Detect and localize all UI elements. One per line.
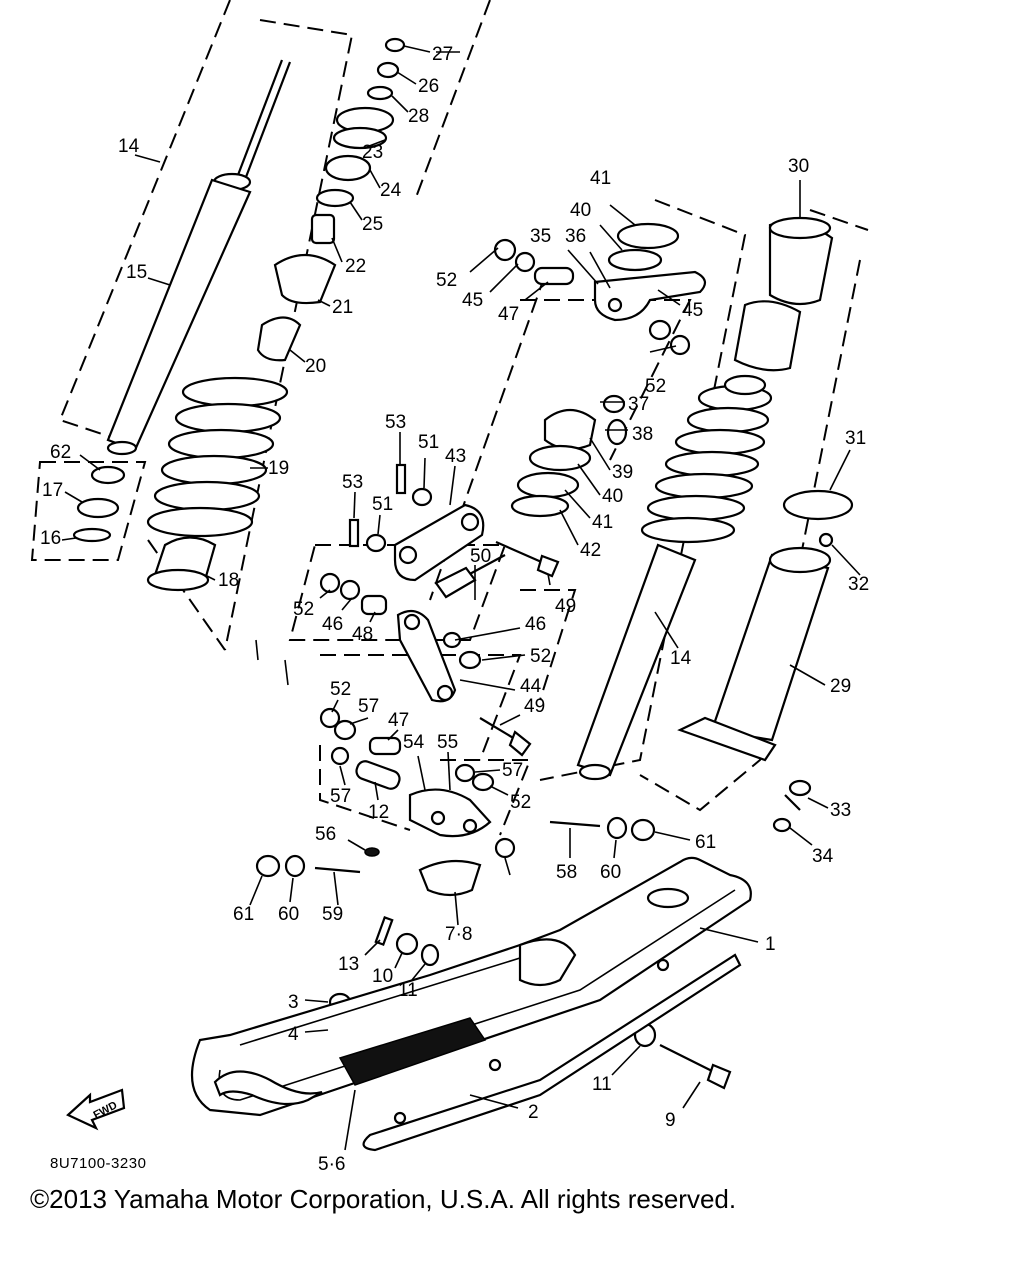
label-20: 20 xyxy=(305,356,326,377)
label-37: 37 xyxy=(628,394,649,415)
label-10: 10 xyxy=(372,966,393,987)
label-51-mid: 51 xyxy=(372,494,393,515)
label-53-top: 53 xyxy=(385,412,406,433)
label-11-left: 11 xyxy=(398,980,418,1001)
label-11-right: 11 xyxy=(592,1074,612,1095)
label-49-mid: 49 xyxy=(524,696,545,717)
label-29: 29 xyxy=(830,676,851,697)
label-40-top: 40 xyxy=(570,200,591,221)
label-31: 31 xyxy=(845,428,866,449)
label-17: 17 xyxy=(42,480,63,501)
label-35: 35 xyxy=(530,226,551,247)
boot-cover-right xyxy=(677,216,854,833)
label-61-left: 61 xyxy=(233,904,254,925)
label-43: 43 xyxy=(445,446,466,467)
label-52-b: 52 xyxy=(530,646,551,667)
label-14-right: 14 xyxy=(670,648,692,669)
leader-lines xyxy=(61,45,861,1151)
label-15: 15 xyxy=(126,262,147,283)
forward-arrow-icon: FWD xyxy=(66,1088,126,1131)
ski xyxy=(190,856,752,1152)
label-19: 19 xyxy=(268,458,289,479)
label-57-c: 57 xyxy=(330,786,351,807)
label-45-right: 45 xyxy=(682,300,703,321)
label-14-left: 14 xyxy=(118,136,140,157)
label-46-b: 46 xyxy=(525,614,546,635)
label-48: 48 xyxy=(352,624,373,645)
part-number-labels: 27 26 28 23 24 25 22 21 20 19 18 15 14 6… xyxy=(40,44,869,1175)
label-49-top: 49 xyxy=(555,596,576,617)
label-42: 42 xyxy=(580,540,601,561)
spring-stack-left xyxy=(72,37,406,592)
label-27: 27 xyxy=(432,44,453,65)
label-51-top: 51 xyxy=(418,432,439,453)
label-40-mid: 40 xyxy=(602,486,623,507)
label-60-right: 60 xyxy=(600,862,621,883)
label-16: 16 xyxy=(40,528,61,549)
label-44: 44 xyxy=(520,676,542,697)
label-26: 26 xyxy=(418,76,439,97)
label-46-a: 46 xyxy=(322,614,343,635)
label-54: 54 xyxy=(403,732,425,753)
label-60-left: 60 xyxy=(278,904,299,925)
label-13: 13 xyxy=(338,954,359,975)
label-53-mid: 53 xyxy=(342,472,363,493)
copyright-notice: ©2013 Yamaha Motor Corporation, U.S.A. A… xyxy=(30,1184,737,1214)
label-4: 4 xyxy=(288,1024,299,1045)
label-22: 22 xyxy=(345,256,366,277)
label-50: 50 xyxy=(470,546,491,567)
label-5-6: 5·6 xyxy=(318,1154,345,1175)
label-58: 58 xyxy=(556,862,577,883)
label-55: 55 xyxy=(437,732,458,753)
label-1: 1 xyxy=(765,934,776,955)
label-2: 2 xyxy=(528,1102,539,1123)
label-47-top: 47 xyxy=(498,304,519,325)
label-32: 32 xyxy=(848,574,869,595)
label-9: 9 xyxy=(665,1110,676,1131)
label-24: 24 xyxy=(380,180,402,201)
label-52-c: 52 xyxy=(330,679,351,700)
upper-bracket-right xyxy=(493,222,707,356)
label-52-a: 52 xyxy=(293,599,314,620)
label-57-b: 57 xyxy=(502,760,523,781)
label-18: 18 xyxy=(218,570,239,591)
label-45-left: 45 xyxy=(462,290,483,311)
label-25: 25 xyxy=(362,214,383,235)
label-61-right: 61 xyxy=(695,832,716,853)
label-30: 30 xyxy=(788,156,809,177)
label-52-top: 52 xyxy=(436,270,457,291)
label-47-mid: 47 xyxy=(388,710,409,731)
label-3: 3 xyxy=(288,992,299,1013)
coil-spring-right xyxy=(640,384,773,544)
label-52-right: 52 xyxy=(645,376,666,397)
label-23: 23 xyxy=(362,142,383,163)
label-33: 33 xyxy=(830,800,851,821)
label-56: 56 xyxy=(315,824,336,845)
label-52-d: 52 xyxy=(510,792,531,813)
label-41-top: 41 xyxy=(590,168,611,189)
coil-spring-left xyxy=(146,376,289,538)
catalog-number: 8U7100-3230 xyxy=(50,1155,147,1172)
label-39: 39 xyxy=(612,462,633,483)
linkage-assembly xyxy=(319,463,532,897)
label-36: 36 xyxy=(565,226,586,247)
label-12: 12 xyxy=(368,802,389,823)
label-34: 34 xyxy=(812,846,834,867)
label-62: 62 xyxy=(50,442,71,463)
label-28: 28 xyxy=(408,106,429,127)
label-21: 21 xyxy=(332,297,353,318)
shock-absorber-left xyxy=(106,59,292,456)
label-57-a: 57 xyxy=(358,696,379,717)
label-41-mid: 41 xyxy=(592,512,613,533)
spring-stack-right xyxy=(495,374,773,781)
label-59: 59 xyxy=(322,904,343,925)
label-38: 38 xyxy=(632,424,653,445)
label-7-8: 7·8 xyxy=(445,924,472,945)
